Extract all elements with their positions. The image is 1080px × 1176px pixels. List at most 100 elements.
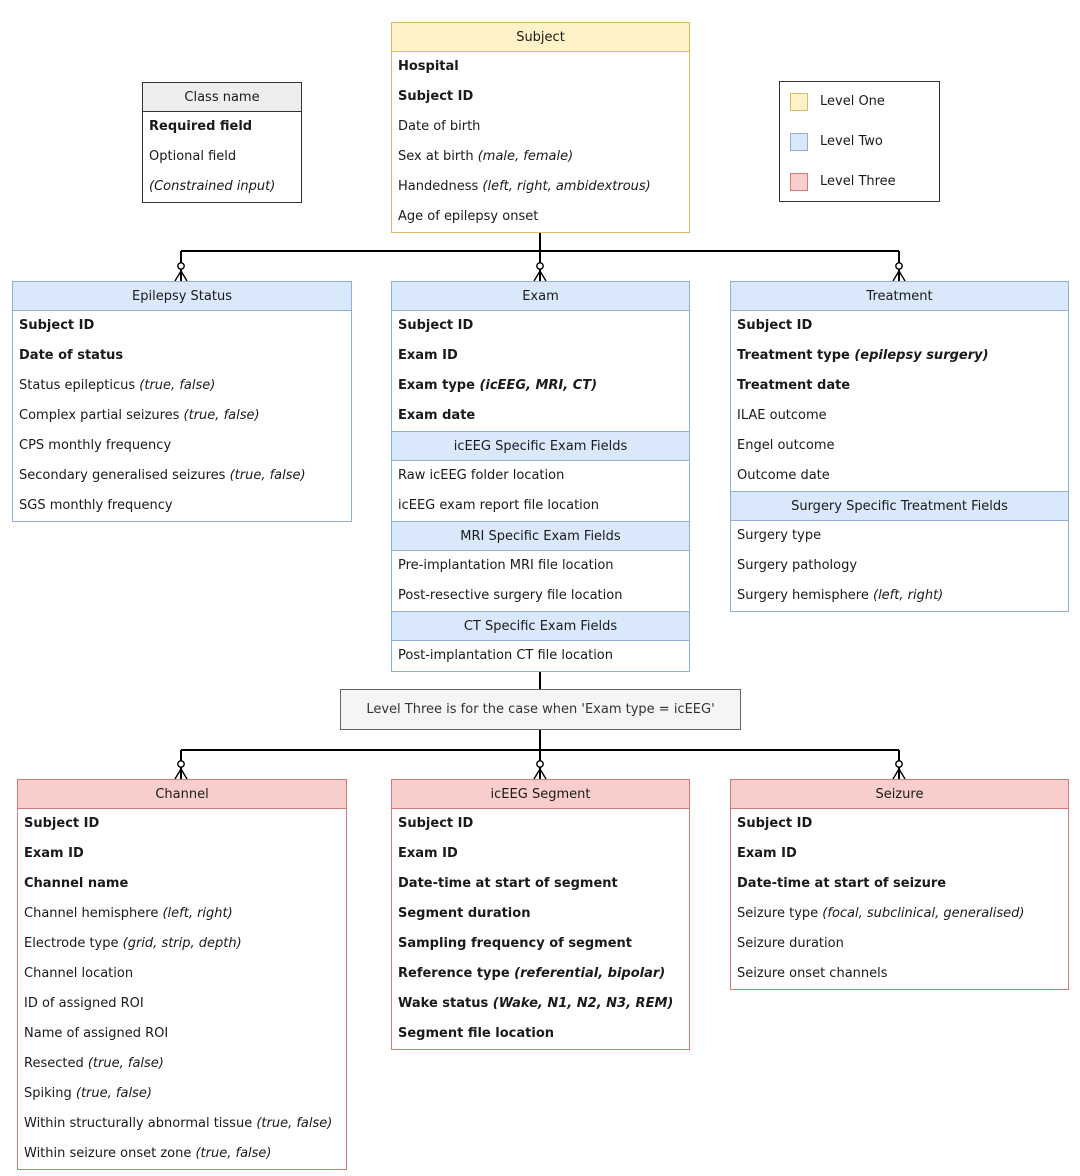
crowfoot-epilepsy-status (174, 262, 188, 282)
optional-field: Name of assigned ROI (18, 1019, 346, 1049)
optional-field: ID of assigned ROI (18, 989, 346, 1019)
constrained-values: (referential, bipolar) (514, 966, 666, 981)
constrained-values: (grid, strip, depth) (122, 936, 242, 951)
crowfoot-seizure (892, 760, 906, 780)
treatment-fields: Subject ID Treatment type (epilepsy surge… (731, 311, 1068, 611)
optional-field: Channel location (18, 959, 346, 989)
field-name: Seizure duration (737, 936, 844, 951)
treatment-entity: Treatment Subject ID Treatment type (epil… (730, 281, 1069, 612)
optional-field: Date of birth (392, 112, 689, 142)
constrained-values: (focal, subclinical, generalised) (822, 906, 1025, 921)
required-field: Date-time at start of seizure (731, 869, 1068, 899)
field-name: Required field (149, 119, 253, 134)
optional-field: Outcome date (731, 461, 1068, 491)
treatment-header: Treatment (731, 282, 1068, 311)
optional-field: Handedness (left, right, ambidextrous) (392, 172, 689, 202)
field-name: Engel outcome (737, 438, 835, 453)
field-name: Exam date (398, 408, 476, 423)
required-field: Exam type (icEEG, MRI, CT) (392, 371, 689, 401)
optional-field: (Constrained input) (143, 172, 301, 202)
field-name: Date of status (19, 348, 124, 363)
field-name: Date-time at start of seizure (737, 876, 947, 891)
constrained-values: (true, false) (183, 408, 260, 423)
legend-item-level-three: Level Three (790, 172, 896, 192)
required-field: Date-time at start of segment (392, 869, 689, 899)
field-name: Exam ID (737, 846, 797, 861)
constrained-values: (icEEG, MRI, CT) (479, 378, 598, 393)
field-name: Pre-implantation MRI file location (398, 558, 614, 573)
field-name: Subject ID (737, 318, 813, 333)
legend-item-level-one: Level One (790, 92, 885, 112)
key-class-header: Class name (143, 83, 301, 112)
field-name: Within seizure onset zone (24, 1146, 196, 1161)
required-field: Segment duration (392, 899, 689, 929)
field-name: Treatment type (737, 348, 855, 363)
field-name: Name of assigned ROI (24, 1026, 169, 1041)
field-name: Exam ID (24, 846, 84, 861)
required-field: Subject ID (392, 809, 689, 839)
field-name: Spiking (24, 1086, 76, 1101)
optional-field: icEEG exam report file location (392, 491, 689, 521)
field-name: Outcome date (737, 468, 830, 483)
optional-field: Seizure onset channels (731, 959, 1068, 989)
field-name: Resected (24, 1056, 88, 1071)
legend-label: Level Three (820, 174, 896, 189)
constrained-values: (left, right) (162, 906, 233, 921)
optional-field: Seizure duration (731, 929, 1068, 959)
optional-field: Channel hemisphere (left, right) (18, 899, 346, 929)
field-name: Within structurally abnormal tissue (24, 1116, 257, 1131)
level-three-note: Level Three is for the case when 'Exam t… (340, 689, 741, 730)
required-field: Treatment type (epilepsy surgery) (731, 341, 1068, 371)
optional-field: Surgery type (731, 521, 1068, 551)
legend-item-level-two: Level Two (790, 132, 883, 152)
crowfoot-markers (174, 262, 906, 780)
required-field: Wake status (Wake, N1, N2, N3, REM) (392, 989, 689, 1019)
constrained-values: (true, false) (87, 1056, 164, 1071)
optional-field: Resected (true, false) (18, 1049, 346, 1079)
optional-field: ILAE outcome (731, 401, 1068, 431)
field-name: Date-time at start of segment (398, 876, 618, 891)
field-name: Seizure onset channels (737, 966, 888, 981)
optional-field: Status epilepticus (true, false) (13, 371, 351, 401)
field-name: Hospital (398, 59, 459, 74)
required-field: Subject ID (18, 809, 346, 839)
section-header: icEEG Specific Exam Fields (392, 431, 689, 461)
field-name: Wake status (398, 996, 493, 1011)
section-header: CT Specific Exam Fields (392, 611, 689, 641)
legend-swatch-yellow (790, 92, 808, 111)
legend-label: Level Two (820, 134, 883, 149)
required-field: Exam ID (18, 839, 346, 869)
field-name: Post-implantation CT file location (398, 648, 613, 663)
required-field: Channel name (18, 869, 346, 899)
epilepsy-status-header: Epilepsy Status (13, 282, 351, 311)
field-name: Raw icEEG folder location (398, 468, 565, 483)
section-header: Surgery Specific Treatment Fields (731, 491, 1068, 521)
crowfoot-treatment (892, 262, 906, 282)
constrained-values: (true, false) (256, 1116, 333, 1131)
section-label: CT Specific Exam Fields (463, 619, 618, 634)
optional-field: Surgery pathology (731, 551, 1068, 581)
optional-field: Secondary generalised seizures (true, fa… (13, 461, 351, 491)
field-name: Surgery hemisphere (737, 588, 873, 603)
field-name: Seizure type (737, 906, 823, 921)
required-field: Sampling frequency of segment (392, 929, 689, 959)
required-field: Exam date (392, 401, 689, 431)
field-name: Channel location (24, 966, 134, 981)
optional-field: CPS monthly frequency (13, 431, 351, 461)
field-name: Handedness (398, 179, 483, 194)
required-field: Subject ID (392, 311, 689, 341)
required-field: Date of status (13, 341, 351, 371)
required-field: Required field (143, 112, 301, 142)
required-field: Exam ID (731, 839, 1068, 869)
field-name: Optional field (149, 149, 237, 164)
optional-field: Within structurally abnormal tissue (tru… (18, 1109, 346, 1139)
optional-field: Seizure type (focal, subclinical, genera… (731, 899, 1068, 929)
